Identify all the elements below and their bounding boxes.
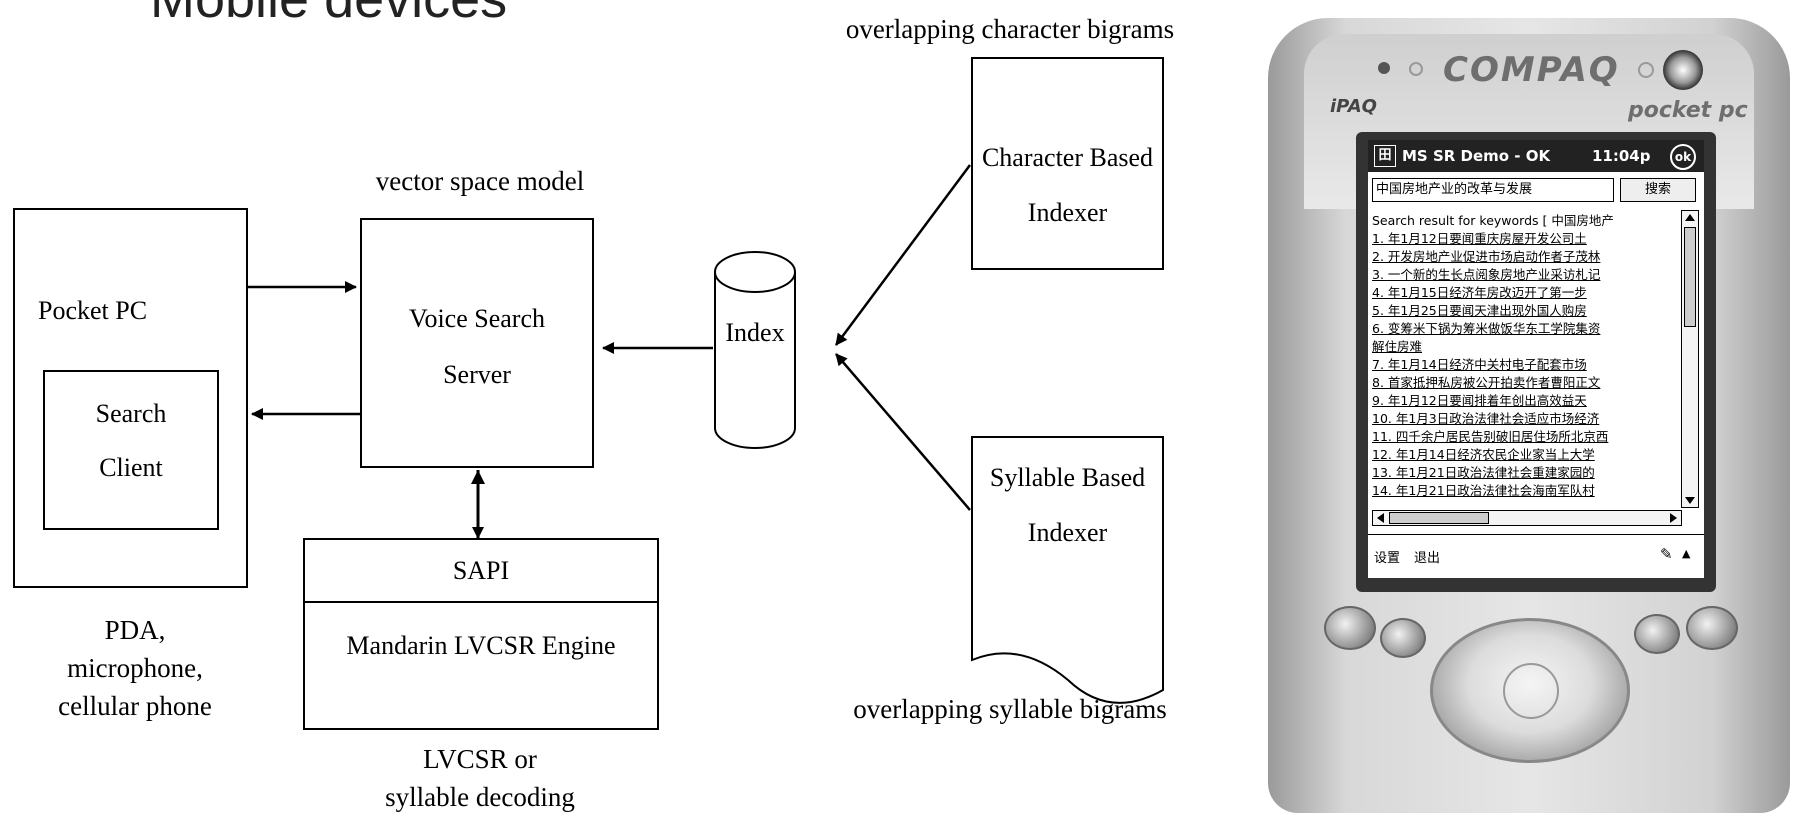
scroll-right-icon[interactable]	[1670, 513, 1677, 523]
led-ring-icon	[1409, 62, 1423, 76]
app-button-1[interactable]	[1324, 606, 1376, 650]
power-button-icon	[1663, 50, 1703, 90]
app-title: MS SR Demo - OK	[1402, 147, 1551, 165]
scroll-up-icon[interactable]	[1685, 214, 1695, 221]
result-link[interactable]: 13. 年1月21日政治法律社会重建家园的	[1372, 465, 1595, 480]
result-link[interactable]: 9. 年1月12日要闻排着年创出高效益天	[1372, 393, 1587, 408]
navigation-pad[interactable]	[1430, 618, 1630, 763]
result-link[interactable]: 3. 一个新的生长点阅象房地产业采访札记	[1372, 267, 1601, 282]
index-label: Index	[725, 318, 785, 347]
results-list: Search result for keywords [ 中国房地产 1. 年1…	[1372, 212, 1680, 504]
index-cylinder	[714, 251, 796, 449]
ipaq-logo: iPAQ	[1330, 96, 1377, 117]
server-line2: Server	[443, 360, 511, 389]
clock: 11:04p	[1592, 147, 1651, 165]
compaq-logo: COMPAQ	[1443, 50, 1620, 90]
char-indexer-line1: Character Based	[981, 143, 1154, 172]
voice-search-server-box	[360, 218, 594, 468]
sapi-caption-1: LVCSR or	[423, 744, 537, 774]
search-client-line1: Search	[95, 399, 167, 428]
result-link[interactable]: 7. 年1月14日经济中关村电子配套市场	[1372, 357, 1587, 372]
result-link[interactable]: 2. 开发房地产业促进市场启动作者子茂林	[1372, 249, 1601, 264]
slide-title-partial: Mobile devices	[150, 0, 507, 30]
pda-screen: 田 MS SR Demo - OK 11:04p ok 中国房地产业的改革与发展…	[1368, 140, 1704, 578]
char-indexer-line2: Indexer	[1027, 198, 1108, 227]
app-titlebar: 田 MS SR Demo - OK 11:04p ok	[1368, 140, 1704, 172]
pocket-pc-caption-2: microphone,	[67, 653, 203, 683]
search-button[interactable]: 搜索	[1620, 178, 1696, 202]
pda-device-photo: COMPAQ iPAQ pocket pc 田 MS SR Demo - OK …	[1268, 18, 1790, 813]
app-button-4[interactable]	[1686, 606, 1738, 650]
scroll-left-icon[interactable]	[1377, 513, 1384, 523]
result-link[interactable]: 12. 年1月14日经济农民企业家当上大学	[1372, 447, 1595, 462]
scroll-thumb[interactable]	[1684, 227, 1696, 327]
syllable-indexer-shape	[971, 436, 1164, 704]
menu-exit[interactable]: 退出	[1414, 551, 1441, 566]
hscroll-thumb[interactable]	[1389, 512, 1489, 524]
vertical-scrollbar[interactable]	[1681, 210, 1699, 508]
result-link[interactable]: 10. 年1月3日政治法律社会适应市场经济	[1372, 411, 1600, 426]
input-panel-icon[interactable]: ✎	[1660, 545, 1673, 563]
server-line1: Voice Search	[409, 304, 545, 333]
pocket-pc-label: Pocket PC	[38, 296, 148, 325]
lvcsr-engine-label: Mandarin LVCSR Engine	[346, 631, 616, 660]
menu-settings[interactable]: 设置	[1374, 551, 1401, 566]
scroll-down-icon[interactable]	[1685, 497, 1695, 504]
nav-center-icon	[1503, 663, 1559, 719]
arrow-char-indexer-to-index	[834, 164, 972, 346]
syll-indexer-caption: overlapping syllable bigrams	[853, 694, 1167, 724]
result-link[interactable]: 1. 年1月12日要闻重庆房屋开发公司土	[1372, 231, 1587, 246]
led-icon	[1378, 62, 1390, 74]
led-ring-icon-2	[1638, 62, 1654, 78]
start-menu-icon[interactable]: 田	[1374, 145, 1396, 167]
result-link[interactable]: 4. 年1月15日经济年房改迈开了第一步	[1372, 285, 1587, 300]
sapi-divider	[303, 601, 659, 603]
result-link[interactable]: 6. 变筹米下锅为筹米做饭华东工学院集资	[1372, 321, 1601, 336]
result-link[interactable]: 解住房难	[1372, 339, 1423, 354]
results-header: Search result for keywords [ 中国房地产	[1372, 213, 1614, 228]
arrow-syll-indexer-to-index	[835, 353, 971, 511]
server-caption: vector space model	[375, 166, 585, 196]
syll-indexer-line2: Indexer	[1027, 518, 1108, 547]
result-link[interactable]: 5. 年1月25日要闻天津出现外国人购房	[1372, 303, 1587, 318]
result-link[interactable]: 11. 四千余户居民告别破旧居住场所北京西	[1372, 429, 1609, 444]
sapi-box	[303, 538, 659, 730]
pocket-pc-logo: pocket pc	[1628, 98, 1748, 123]
pocket-pc-caption-1: PDA,	[104, 615, 166, 645]
pocket-pc-caption-3: cellular phone	[58, 691, 212, 721]
search-client-box	[43, 370, 219, 530]
horizontal-scrollbar[interactable]	[1372, 510, 1682, 526]
app-button-3[interactable]	[1634, 614, 1680, 654]
menu-bar: 设置 退出 ✎ ▲	[1368, 534, 1704, 578]
ok-button[interactable]: ok	[1670, 144, 1696, 170]
app-button-2[interactable]	[1380, 618, 1426, 658]
input-panel-arrow-icon[interactable]: ▲	[1682, 547, 1691, 560]
search-client-line2: Client	[99, 453, 163, 482]
sapi-label: SAPI	[452, 556, 510, 585]
char-indexer-caption: overlapping character bigrams	[845, 14, 1175, 44]
query-input[interactable]: 中国房地产业的改革与发展	[1372, 178, 1614, 202]
character-indexer-box	[971, 57, 1164, 270]
sapi-caption-2: syllable decoding	[385, 782, 575, 812]
result-link[interactable]: 14. 年1月21日政治法律社会海南军队村	[1372, 483, 1595, 498]
result-link[interactable]: 8. 首家抵押私房被公开拍卖作者曹阳正文	[1372, 375, 1601, 390]
syll-indexer-line1: Syllable Based	[989, 463, 1146, 492]
